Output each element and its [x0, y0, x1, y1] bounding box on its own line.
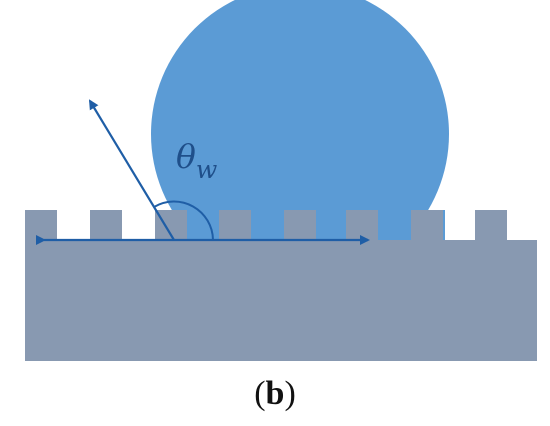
substrate-pillar: [475, 210, 507, 242]
figure-caption: (b): [254, 375, 296, 412]
tangent-arrow: [88, 99, 175, 241]
substrate-pillar: [346, 210, 378, 242]
contact-angle-label: θw: [176, 137, 217, 184]
contact-angle-arc: [153, 200, 214, 241]
theta-subscript: w: [196, 155, 217, 184]
substrate-pillar: [284, 210, 316, 242]
caption-open: (: [254, 375, 265, 412]
substrate-pillar: [90, 210, 122, 242]
caption-close: ): [284, 375, 295, 412]
substrate-base: [25, 240, 537, 361]
caption-letter: b: [266, 375, 285, 412]
substrate-pillar: [219, 210, 251, 242]
substrate-pillar: [411, 210, 443, 242]
substrate-pillar: [25, 210, 57, 242]
theta-symbol: θ: [176, 137, 196, 176]
